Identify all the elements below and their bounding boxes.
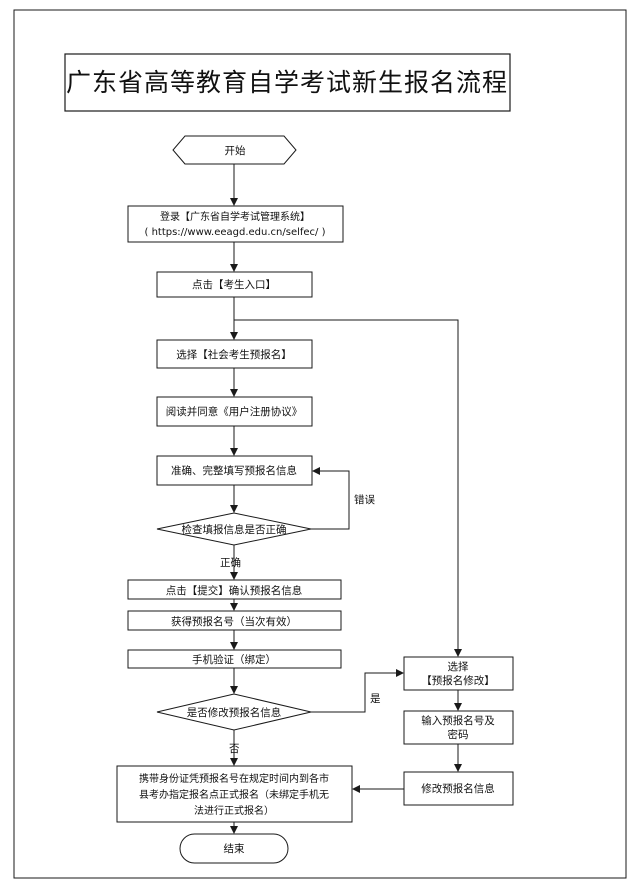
end-node bbox=[179, 833, 289, 864]
select-modify-node bbox=[403, 656, 514, 691]
start-node bbox=[172, 135, 297, 165]
select-modify-label-line2: 【预报名修改】 bbox=[421, 674, 495, 687]
click-entry-label: 点击【考生入口】 bbox=[192, 278, 276, 291]
fill-info-node bbox=[156, 455, 313, 486]
connectors bbox=[230, 164, 462, 834]
arrow-error-loop bbox=[311, 467, 350, 530]
start-label: 开始 bbox=[225, 144, 246, 157]
input-number-node bbox=[403, 710, 514, 745]
read-agree-node bbox=[156, 396, 313, 427]
modify-question-label: 是否修改预报名信息 bbox=[187, 706, 282, 719]
final-label-line2: 县考办指定报名点正式报名（未绑定手机无 bbox=[139, 788, 329, 801]
click-submit-label: 点击【提交】确认预报名信息 bbox=[166, 584, 303, 597]
fill-info-label: 准确、完整填写预报名信息 bbox=[171, 464, 297, 477]
end-label: 结束 bbox=[224, 842, 245, 855]
select-social-node bbox=[156, 339, 313, 369]
read-agree-label: 阅读并同意《用户注册协议》 bbox=[166, 405, 303, 418]
final-label-line1: 携带身份证凭预报名号在规定时间内到各市 bbox=[139, 772, 329, 785]
input-number-label-line1: 输入预报名号及 bbox=[421, 714, 495, 727]
final-registration-node bbox=[116, 765, 353, 823]
login-node bbox=[127, 205, 344, 243]
login-label-line2: ( https://www.eeagd.edu.cn/selfec/ ) bbox=[144, 227, 325, 238]
phone-verify-label: 手机验证（绑定） bbox=[192, 653, 276, 666]
edge-label-wrong: 错误 bbox=[354, 493, 375, 506]
arrow-entry-select-modify bbox=[234, 319, 462, 657]
page-border bbox=[13, 9, 627, 879]
input-number-label-line2: 密码 bbox=[448, 728, 469, 741]
select-modify-label-line1: 选择 bbox=[448, 660, 469, 673]
check-info-label: 检查填报信息是否正确 bbox=[182, 523, 287, 536]
login-label-line1: 登录【广东省自学考试管理系统】 bbox=[160, 210, 310, 223]
select-social-label: 选择【社会考生预报名】 bbox=[176, 348, 292, 361]
edge-label-correct: 正确 bbox=[220, 556, 241, 569]
arrow-yes-select-modify bbox=[311, 669, 404, 713]
click-entry-node bbox=[156, 271, 313, 298]
edge-label-yes: 是 bbox=[370, 693, 381, 705]
edge-label-no: 否 bbox=[229, 743, 240, 755]
page-title: 广东省高等教育自学考试新生报名流程 bbox=[66, 68, 508, 97]
get-number-label: 获得预报名号（当次有效） bbox=[171, 615, 297, 628]
title-box bbox=[64, 53, 511, 112]
modify-info-node bbox=[403, 771, 514, 806]
modify-info-label: 修改预报名信息 bbox=[421, 782, 495, 795]
final-label-line3: 法进行正式报名） bbox=[194, 804, 274, 817]
